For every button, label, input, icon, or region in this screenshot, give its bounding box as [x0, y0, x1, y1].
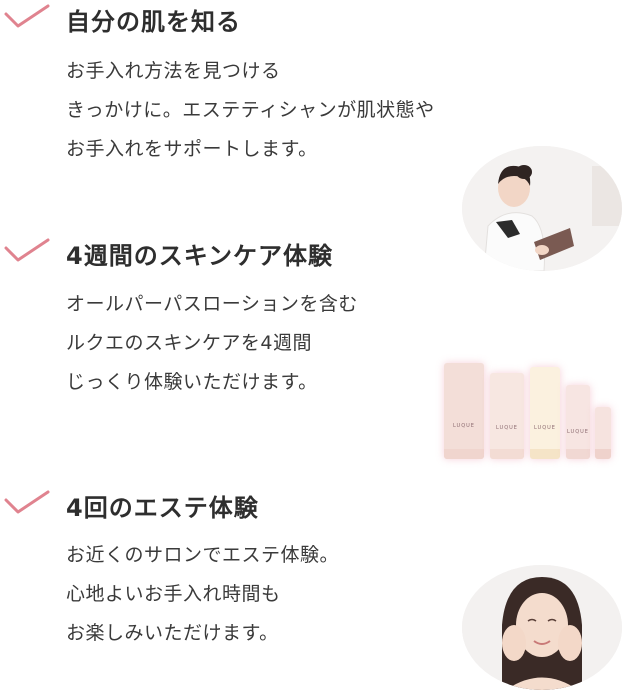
check-icon — [4, 4, 50, 28]
product-tube: LUQUE — [566, 385, 590, 459]
feature-description: お手入れ方法を見つける きっかけに。エステティシャンが肌状態や お手入れをサポー… — [66, 60, 435, 160]
product-tube-small — [595, 407, 611, 459]
product-tube: LUQUE — [490, 373, 524, 459]
check-icon — [4, 490, 50, 514]
esthetician-photo — [462, 146, 622, 271]
feature-heading: 4週間のスキンケア体験 — [66, 242, 333, 270]
product-lineup-image: LUQUE LUQUE LUQUE LUQUE — [440, 352, 620, 467]
check-icon — [4, 238, 50, 262]
relaxed-woman-photo — [462, 565, 622, 690]
product-bottle: LUQUE — [530, 367, 560, 459]
feature-description: お近くのサロンでエステ体験。 心地よいお手入れ時間も お楽しみいただけます。 — [66, 544, 340, 644]
feature-heading: 自分の肌を知る — [66, 8, 241, 36]
feature-description: オールパーパスローションを含む ルクエのスキンケアを4週間 じっくり体験いただけ… — [66, 293, 358, 393]
feature-heading: 4回のエステ体験 — [66, 494, 259, 522]
product-tube: LUQUE — [444, 363, 484, 459]
